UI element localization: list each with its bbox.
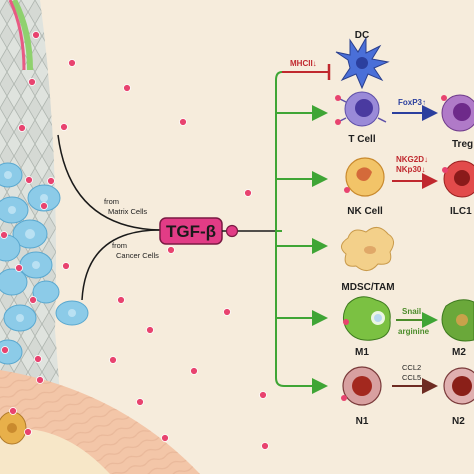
n1-cell xyxy=(341,366,382,406)
treg-cell xyxy=(441,94,474,132)
arginine-annotation: arginine xyxy=(398,327,430,336)
nk-label: NK Cell xyxy=(347,206,383,217)
n1-label: N1 xyxy=(356,416,369,427)
cancer-from-text: from xyxy=(112,241,127,250)
matrix-source-curve xyxy=(57,134,161,231)
m2-cell xyxy=(441,299,474,342)
m1-label: M1 xyxy=(355,347,369,358)
dc-label: DC xyxy=(355,30,369,41)
treg-label: Treg xyxy=(452,139,473,150)
tgf-receptor-dot xyxy=(225,224,239,238)
n2-label: N2 xyxy=(452,416,465,427)
tgf-beta-molecules xyxy=(0,31,269,450)
m2-label: M2 xyxy=(452,347,466,358)
ilc1-label: ILC1 xyxy=(450,206,472,217)
ccl5-annotation: CCL5 xyxy=(402,373,421,382)
cancer-source-curve xyxy=(81,229,161,301)
m1-cell xyxy=(342,296,391,341)
cancer-cells-label: Cancer Cells xyxy=(116,251,159,260)
tgf-beta-label: TGF-β xyxy=(166,222,216,241)
mhcii-annotation: MHCII↓ xyxy=(290,59,317,68)
ilc1-cell xyxy=(442,160,474,198)
nkp30-annotation: NKp30↓ xyxy=(396,165,425,174)
cancer-cell-nuclei xyxy=(4,171,76,322)
matrix-cells-label: Matrix Cells xyxy=(108,207,147,216)
n2-cell xyxy=(443,367,474,405)
tcell-label: T Cell xyxy=(348,134,375,145)
branch-tree xyxy=(275,71,328,394)
nk-cell xyxy=(344,157,385,197)
t-cell xyxy=(335,91,387,127)
mdsc-cell xyxy=(341,227,394,271)
dc-cell xyxy=(335,36,390,90)
mdsc-label: MDSC/TAM xyxy=(341,282,394,293)
ccl2-annotation: CCL2 xyxy=(402,363,421,372)
matrix-from-text: from xyxy=(104,197,119,206)
nkg2d-annotation: NKG2D↓ xyxy=(396,155,428,164)
snail-annotation: Snail xyxy=(402,307,421,316)
foxp3-annotation: FoxP3↑ xyxy=(398,98,426,107)
